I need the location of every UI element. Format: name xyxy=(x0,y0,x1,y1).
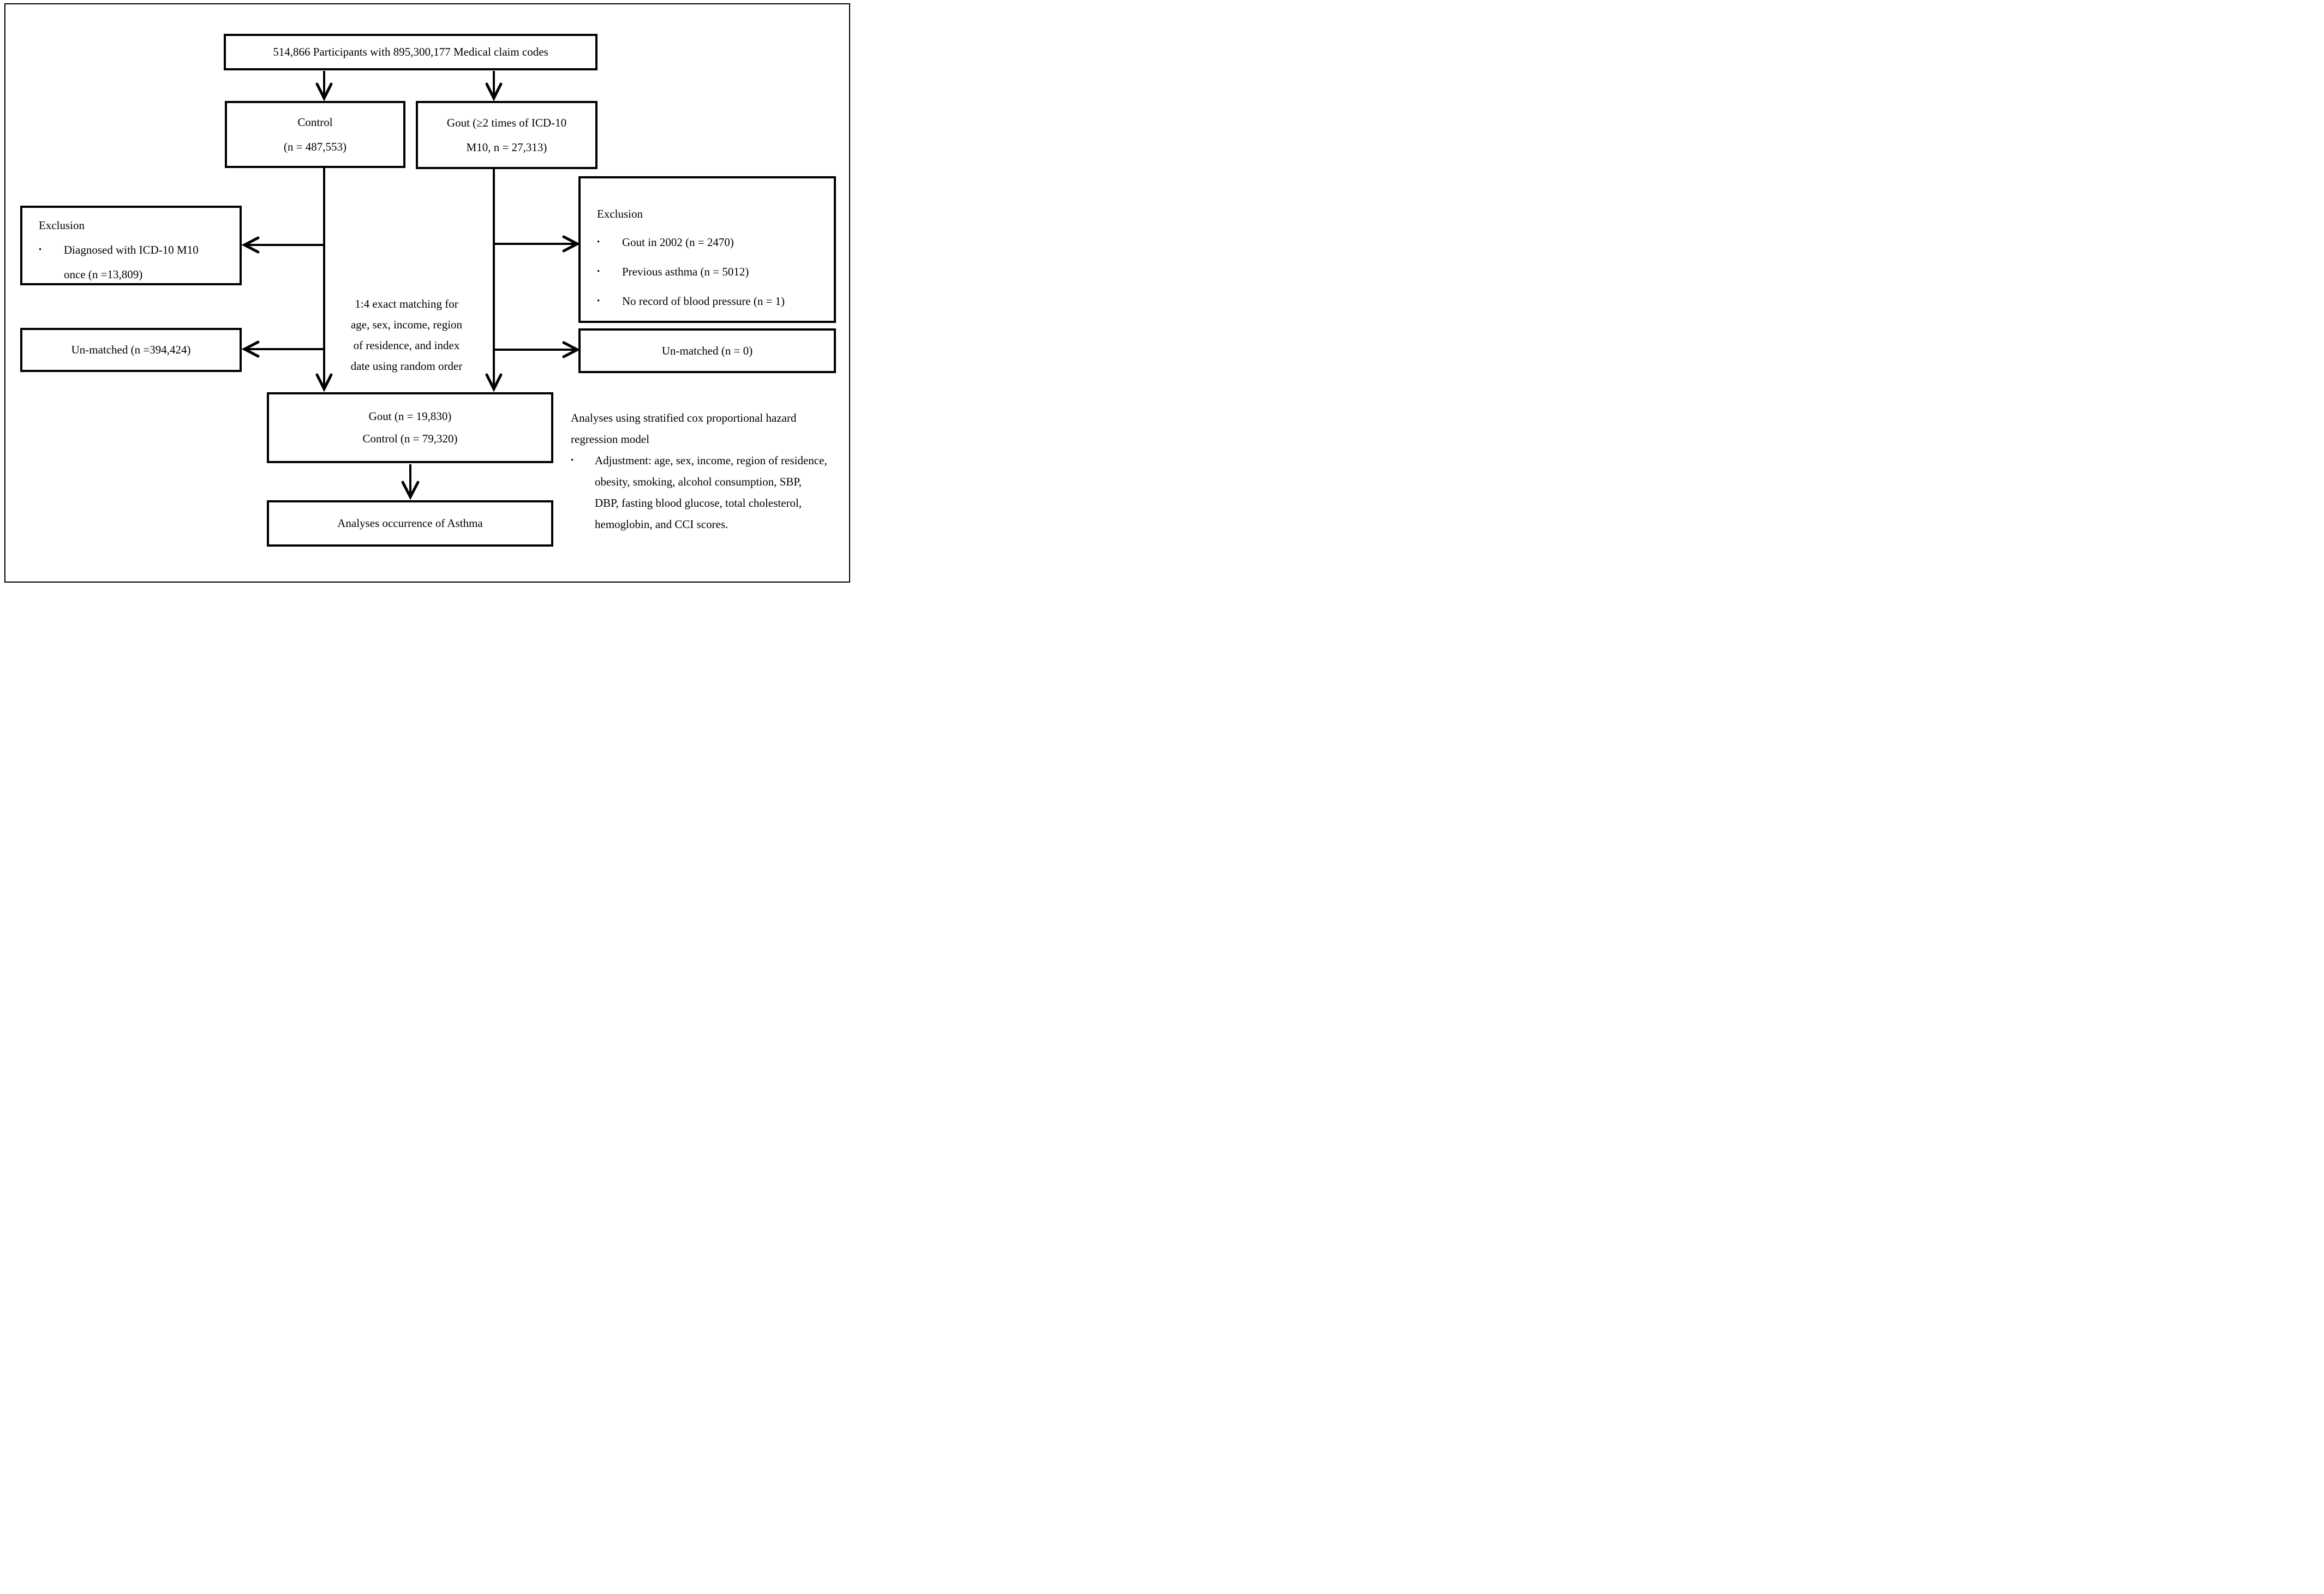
gout-box: Gout (≥2 times of ICD-10 M10, n = 27,313… xyxy=(416,101,598,169)
exclusion-left-box: Exclusion • Diagnosed with ICD-10 M10 on… xyxy=(20,206,242,285)
exclusion-right-box: Exclusion • Gout in 2002 (n = 2470) • Pr… xyxy=(578,176,836,323)
exclusion-right-bullet-item: • No record of blood pressure (n = 1) xyxy=(597,286,785,316)
matched-cohort-line: Control (n = 79,320) xyxy=(362,432,458,445)
matching-note-line: 1:4 exact matching for xyxy=(355,297,458,310)
analysis-note-bullet-line: hemoglobin, and CCI scores. xyxy=(595,518,728,531)
exclusion-left-bullet-line: once (n =13,809) xyxy=(64,268,143,281)
matched-cohort-line: Gout (n = 19,830) xyxy=(368,410,452,423)
unmatched-left-box: Un-matched (n =394,424) xyxy=(20,328,242,372)
exclusion-right-bullet-text: No record of blood pressure (n = 1) xyxy=(622,295,785,308)
study-flow-diagram: 514,866 Participants with 895,300,177 Me… xyxy=(0,0,856,587)
exclusion-right-bullet-text: Previous asthma (n = 5012) xyxy=(622,265,749,278)
exclusion-right-bullet-item: • Previous asthma (n = 5012) xyxy=(597,257,749,286)
analysis-note-line: regression model xyxy=(571,433,650,446)
exclusion-left-title: Exclusion xyxy=(39,219,85,232)
gout-box-line: Gout (≥2 times of ICD-10 xyxy=(446,116,567,129)
matching-note: 1:4 exact matching for age, sex, income,… xyxy=(306,293,507,376)
analysis-note-bullet-line: obesity, smoking, alcohol consumption, S… xyxy=(595,475,802,488)
bullet-icon: • xyxy=(39,245,42,254)
analysis-note-line: Analyses using stratified cox proportion… xyxy=(571,411,797,424)
analysis-note-bullet-line: DBP, fasting blood glucose, total choles… xyxy=(595,496,802,510)
bullet-icon: • xyxy=(571,456,574,465)
unmatched-right-text: Un-matched (n = 0) xyxy=(661,344,753,357)
exclusion-right-bullet-text: Gout in 2002 (n = 2470) xyxy=(622,236,734,249)
matching-note-line: age, sex, income, region xyxy=(350,318,463,331)
control-box: Control (n = 487,553) xyxy=(225,101,405,168)
exclusion-left-bullet-item: • Diagnosed with ICD-10 M10 once (n =13,… xyxy=(39,238,199,287)
control-box-line: Control xyxy=(297,115,333,129)
analysis-note-bullet-text: Adjustment: age, sex, income, region of … xyxy=(595,450,855,535)
outcome-box: Analyses occurrence of Asthma xyxy=(267,500,553,547)
exclusion-right-title: Exclusion xyxy=(597,207,643,220)
bullet-icon: • xyxy=(597,267,600,276)
unmatched-right-box: Un-matched (n = 0) xyxy=(578,328,836,373)
analysis-note-bullet-item: • Adjustment: age, sex, income, region o… xyxy=(571,450,855,535)
outer-border xyxy=(4,3,850,583)
participants-box-text: 514,866 Participants with 895,300,177 Me… xyxy=(273,45,548,58)
unmatched-left-text: Un-matched (n =394,424) xyxy=(71,343,191,356)
analysis-note-bullet-line: Adjustment: age, sex, income, region of … xyxy=(595,454,827,467)
control-box-line: (n = 487,553) xyxy=(283,140,347,153)
gout-box-line: M10, n = 27,313) xyxy=(466,140,547,154)
matching-note-line: of residence, and index xyxy=(353,339,460,352)
matched-cohort-box: Gout (n = 19,830) Control (n = 79,320) xyxy=(267,392,553,463)
participants-box: 514,866 Participants with 895,300,177 Me… xyxy=(224,34,598,70)
outcome-box-text: Analyses occurrence of Asthma xyxy=(337,517,483,530)
exclusion-left-bullet-text: Diagnosed with ICD-10 M10 once (n =13,80… xyxy=(64,238,199,287)
matching-note-line: date using random order xyxy=(350,359,463,373)
bullet-icon: • xyxy=(597,297,600,305)
exclusion-left-bullet-line: Diagnosed with ICD-10 M10 xyxy=(64,243,199,256)
analysis-note: Analyses using stratified cox proportion… xyxy=(571,408,855,535)
bullet-icon: • xyxy=(597,238,600,247)
exclusion-right-bullet-item: • Gout in 2002 (n = 2470) xyxy=(597,227,734,257)
